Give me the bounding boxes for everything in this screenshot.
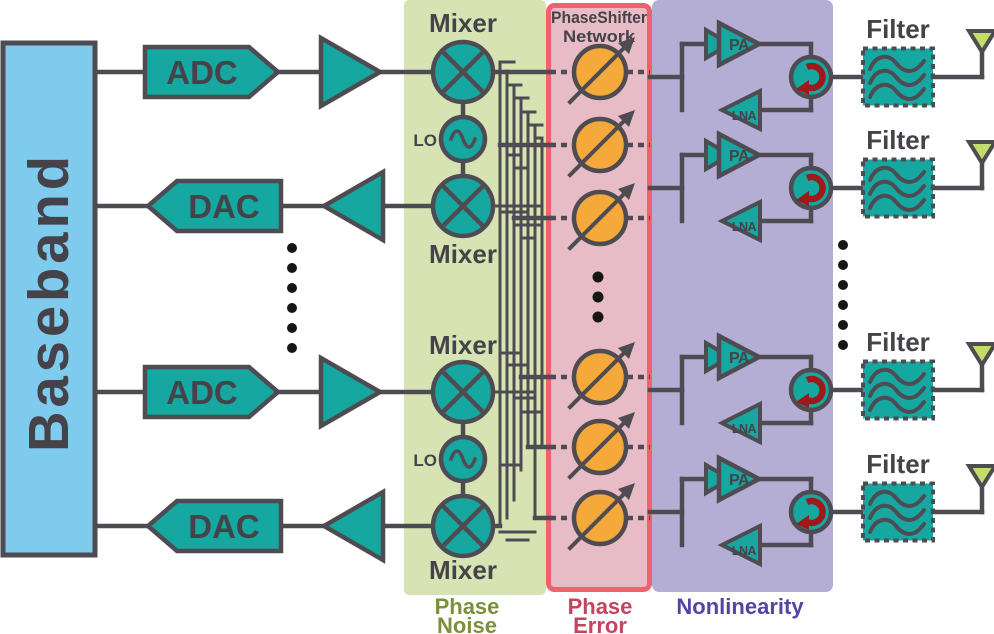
nonlinearity-label: Nonlinearity (676, 594, 804, 619)
mixer-label-1: Mixer (429, 8, 497, 38)
phase-noise-label-line2: Noise (437, 613, 497, 634)
baseband-block: Baseband (0, 40, 98, 558)
filter-label-1: Filter (866, 14, 930, 44)
phase-error-label-line1: Phase (568, 594, 633, 619)
mixer-label-3: Mixer (429, 330, 497, 360)
pa-label-1: PA (729, 37, 750, 54)
amplifier-icon-tx-2 (321, 358, 380, 426)
ellipsis-dots-phase-shifters (592, 271, 604, 323)
phase-shifter-network-title-line2: Network (563, 27, 636, 46)
phase-error-label-line2: Error (573, 613, 627, 634)
phase-noise-label-line1: Phase (435, 594, 500, 619)
amplifier-icon-tx-1 (321, 38, 380, 106)
dac-label-1: DAC (188, 188, 260, 225)
pa-label-3: PA (729, 350, 750, 367)
ellipsis-dots-left (287, 243, 297, 353)
lo-icon-1 (441, 117, 485, 161)
row-wires (92, 69, 466, 529)
filter-label-4: Filter (866, 449, 930, 479)
mixer-icon-2 (433, 176, 493, 236)
amplifier-icon-rx-1 (324, 172, 383, 240)
dac-label-2: DAC (188, 508, 260, 545)
region-nonlinearity (652, 0, 833, 592)
lo-label-2: LO (413, 451, 437, 470)
antenna-icon-1 (933, 31, 994, 77)
adc-label-2: ADC (166, 374, 238, 411)
crossbar-mesh (490, 60, 553, 542)
pa-label-2: PA (729, 148, 750, 165)
lna-label-4: LNA (732, 544, 757, 558)
amplifier-icon-rx-2 (324, 492, 383, 560)
antenna-icon-4 (933, 466, 994, 512)
region-phase-noise (404, 0, 546, 595)
antenna-icon-2 (933, 142, 994, 188)
pa-label-4: PA (729, 472, 750, 489)
lna-label-2: LNA (732, 220, 757, 234)
lna-label-1: LNA (732, 109, 757, 123)
filter-block-3 (861, 359, 935, 421)
filter-label-3: Filter (866, 327, 930, 357)
phase-shifter-network-title-line1: PhaseShifter (551, 8, 647, 27)
lna-label-3: LNA (732, 422, 757, 436)
baseband-label: Baseband (17, 152, 81, 452)
antenna-icon-3 (933, 344, 994, 390)
lo-icon-2 (441, 437, 485, 481)
mixer-label-4: Mixer (429, 555, 497, 585)
filter-block-4 (861, 481, 935, 543)
ellipsis-dots-right (838, 240, 848, 350)
mixer-icon-3 (433, 362, 493, 422)
filter-label-2: Filter (866, 125, 930, 155)
mixer-icon-1 (433, 42, 493, 102)
mixer-icon-4 (433, 496, 493, 556)
adc-label-1: ADC (166, 54, 238, 91)
mixer-label-2: Mixer (429, 239, 497, 269)
filter-block-1 (861, 46, 935, 108)
filter-block-2 (861, 157, 935, 219)
lo-label-1: LO (413, 131, 437, 150)
